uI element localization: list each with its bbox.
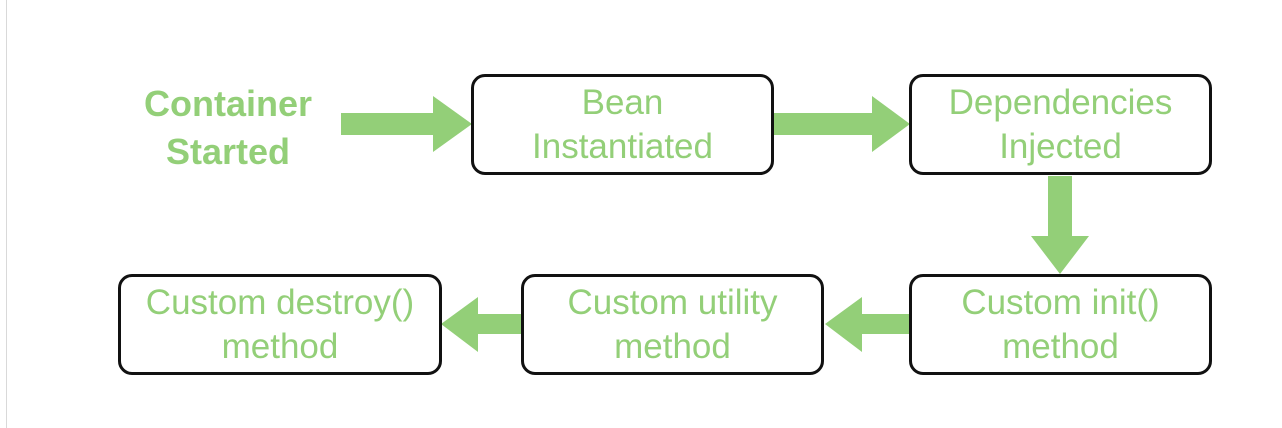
step-custom-init-method: Custom init() method xyxy=(909,274,1212,375)
step-custom-utility-method: Custom utility method xyxy=(521,274,824,375)
step-dependencies-injected: Dependencies Injected xyxy=(909,74,1212,175)
step-bean-instantiated: Bean Instantiated xyxy=(471,74,774,175)
arrow-utility-to-destroy xyxy=(441,297,521,352)
left-border-rule xyxy=(6,0,7,428)
arrow-dependencies-to-init xyxy=(1031,176,1089,274)
arrow-bean-to-dependencies xyxy=(774,96,910,152)
container-started-label: Container Started xyxy=(143,83,312,172)
arrow-start-to-bean xyxy=(341,96,472,152)
step-custom-destroy-method: Custom destroy() method xyxy=(118,274,442,375)
arrow-init-to-utility xyxy=(825,297,909,352)
